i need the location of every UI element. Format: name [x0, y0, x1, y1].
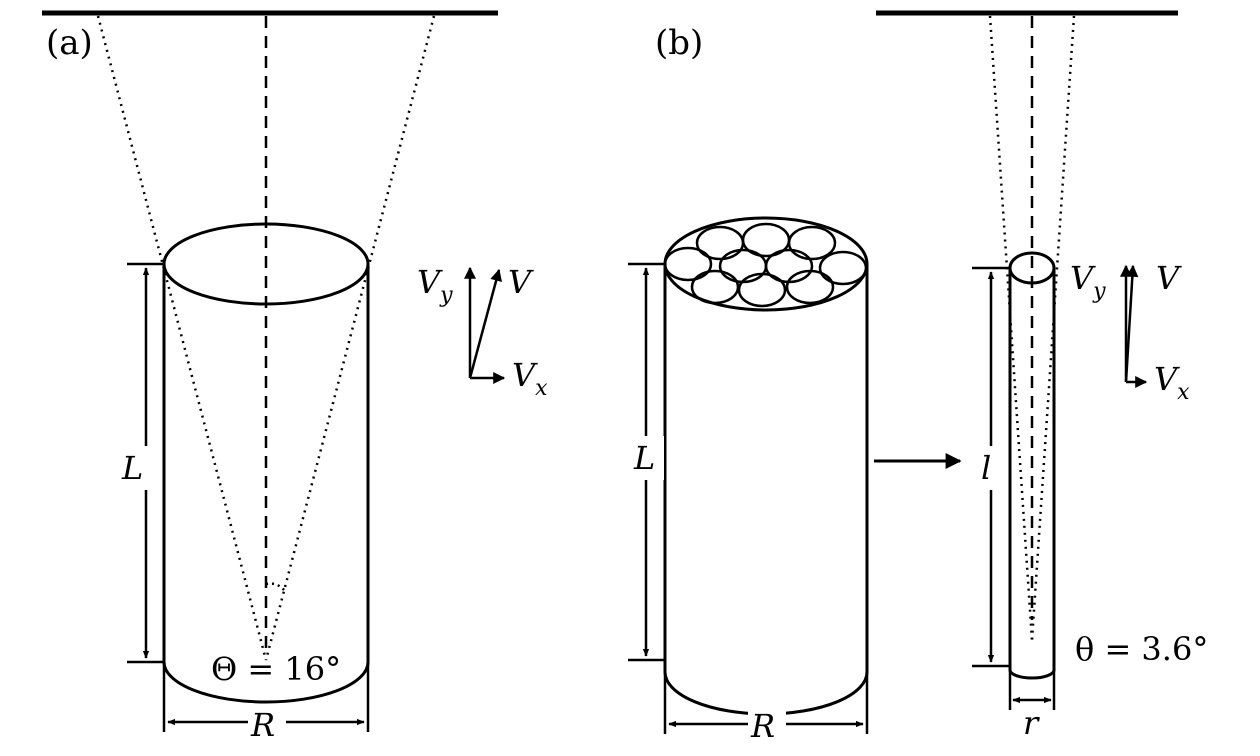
panel-a-v-arrow: [468, 268, 502, 379]
panel-a-vy-label: Vy: [417, 263, 453, 308]
fiber-circle: [737, 272, 787, 308]
panel-a-cylinder-bottom: [162, 661, 370, 704]
panel-a-length-label-bg: [118, 446, 158, 490]
panel-a-vx-label: Vx: [512, 356, 548, 401]
panel-a-radius-label: R: [250, 706, 275, 744]
fiber-circle: [818, 250, 868, 286]
panel-b-fiber-bottom: [1008, 669, 1056, 680]
panel-b-sub-radius-label: r: [1023, 704, 1040, 742]
panel-b-radius-label: R: [750, 707, 775, 745]
fiber-circle: [718, 248, 768, 284]
panel-b: (b) L R: [620, 10, 1208, 748]
panel-b-v-label: V: [1156, 259, 1182, 297]
panel-a-length-label: L: [121, 449, 143, 487]
panel-b-v-arrow: [1124, 264, 1139, 383]
fiber-circle: [785, 269, 835, 305]
panel-a-angle-label: Θ = 16°: [211, 650, 341, 688]
panel-b-tag: (b): [655, 23, 703, 63]
fiber-circle: [663, 246, 713, 282]
panel-b-sub-length-label: l: [981, 449, 991, 487]
panel-b-angle-label: θ = 3.6°: [1075, 630, 1208, 668]
panel-b-sub-length-label-bg: [976, 446, 1004, 490]
panel-b-velocity-vectors: Vy V Vx: [1070, 259, 1190, 405]
panel-a-v-label: V: [508, 263, 534, 301]
panel-a-cone-left: [96, 15, 268, 661]
panel-a-cone-right: [264, 15, 436, 661]
panel-b-length-label-bg: [620, 436, 664, 480]
panel-b-vy-label: Vy: [1070, 259, 1106, 304]
panel-a-tag: (a): [46, 23, 93, 63]
panel-b-length-label: L: [633, 439, 655, 477]
panel-b-radius-label-bg: [748, 704, 786, 748]
fiber-circle: [695, 225, 745, 261]
fiber-circle: [690, 269, 740, 305]
panel-a-velocity-vectors: Vy V Vx: [417, 263, 548, 401]
panel-a-radius-label-bg: [248, 704, 286, 748]
fiber-circle: [787, 225, 837, 261]
panel-b-vx-label: Vx: [1154, 360, 1190, 405]
panel-b-fiber-bundle: [663, 222, 868, 308]
panel-a: (a) L R Θ = 16° Vy V Vx: [42, 10, 548, 748]
panel-a-angle-arc: [265, 582, 285, 591]
